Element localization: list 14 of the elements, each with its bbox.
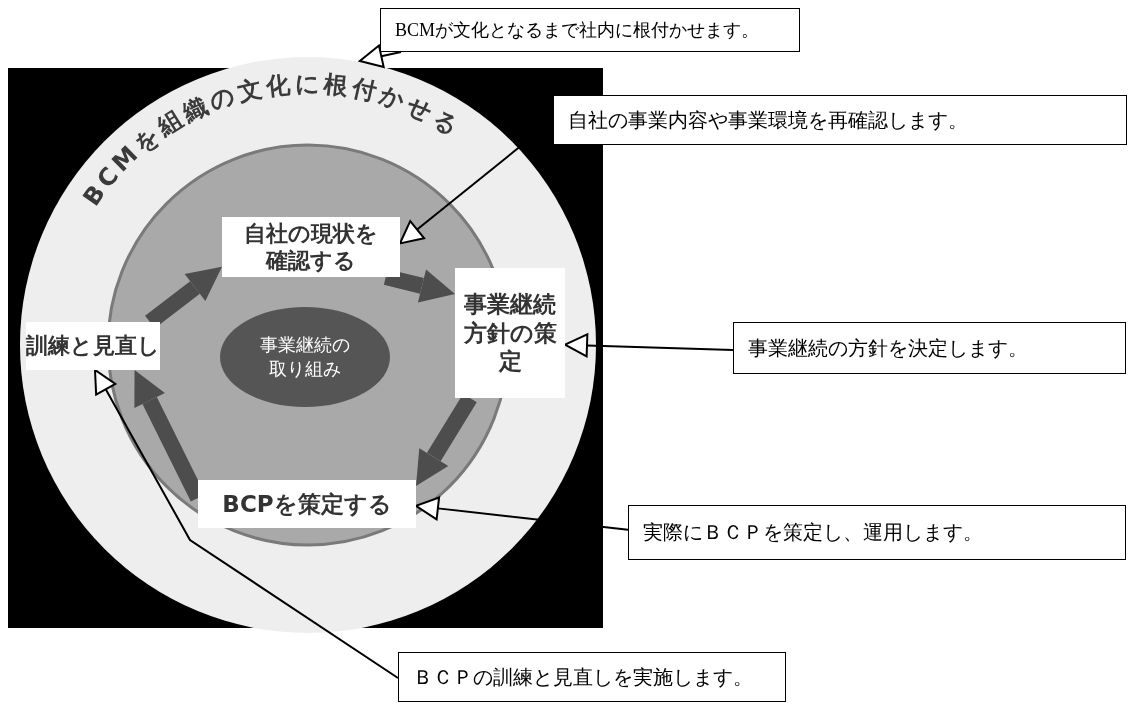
callout-box: BCMが文化となるまで社内に根付かせます。 bbox=[380, 8, 800, 52]
callout-box: ＢＣＰの訓練と見直しを実施します。 bbox=[398, 652, 786, 702]
arrow bbox=[415, 496, 629, 531]
step-panel: 訓練と見直し bbox=[26, 322, 160, 370]
arrow bbox=[358, 44, 402, 69]
arrow bbox=[564, 333, 734, 358]
arrow bbox=[383, 269, 455, 303]
step-panel: 事業継続方針の策定 bbox=[455, 268, 565, 398]
arrow bbox=[94, 369, 399, 679]
step-panel: 自社の現状を確認する bbox=[222, 217, 400, 277]
callout-box: 自社の事業内容や事業環境を再確認します。 bbox=[553, 95, 1127, 145]
step-panel: BCPを策定する bbox=[198, 480, 416, 528]
callout-box: 事業継続の方針を決定します。 bbox=[733, 322, 1126, 374]
callout-box: 実際にＢＣＰを策定し、運用します。 bbox=[628, 505, 1126, 560]
